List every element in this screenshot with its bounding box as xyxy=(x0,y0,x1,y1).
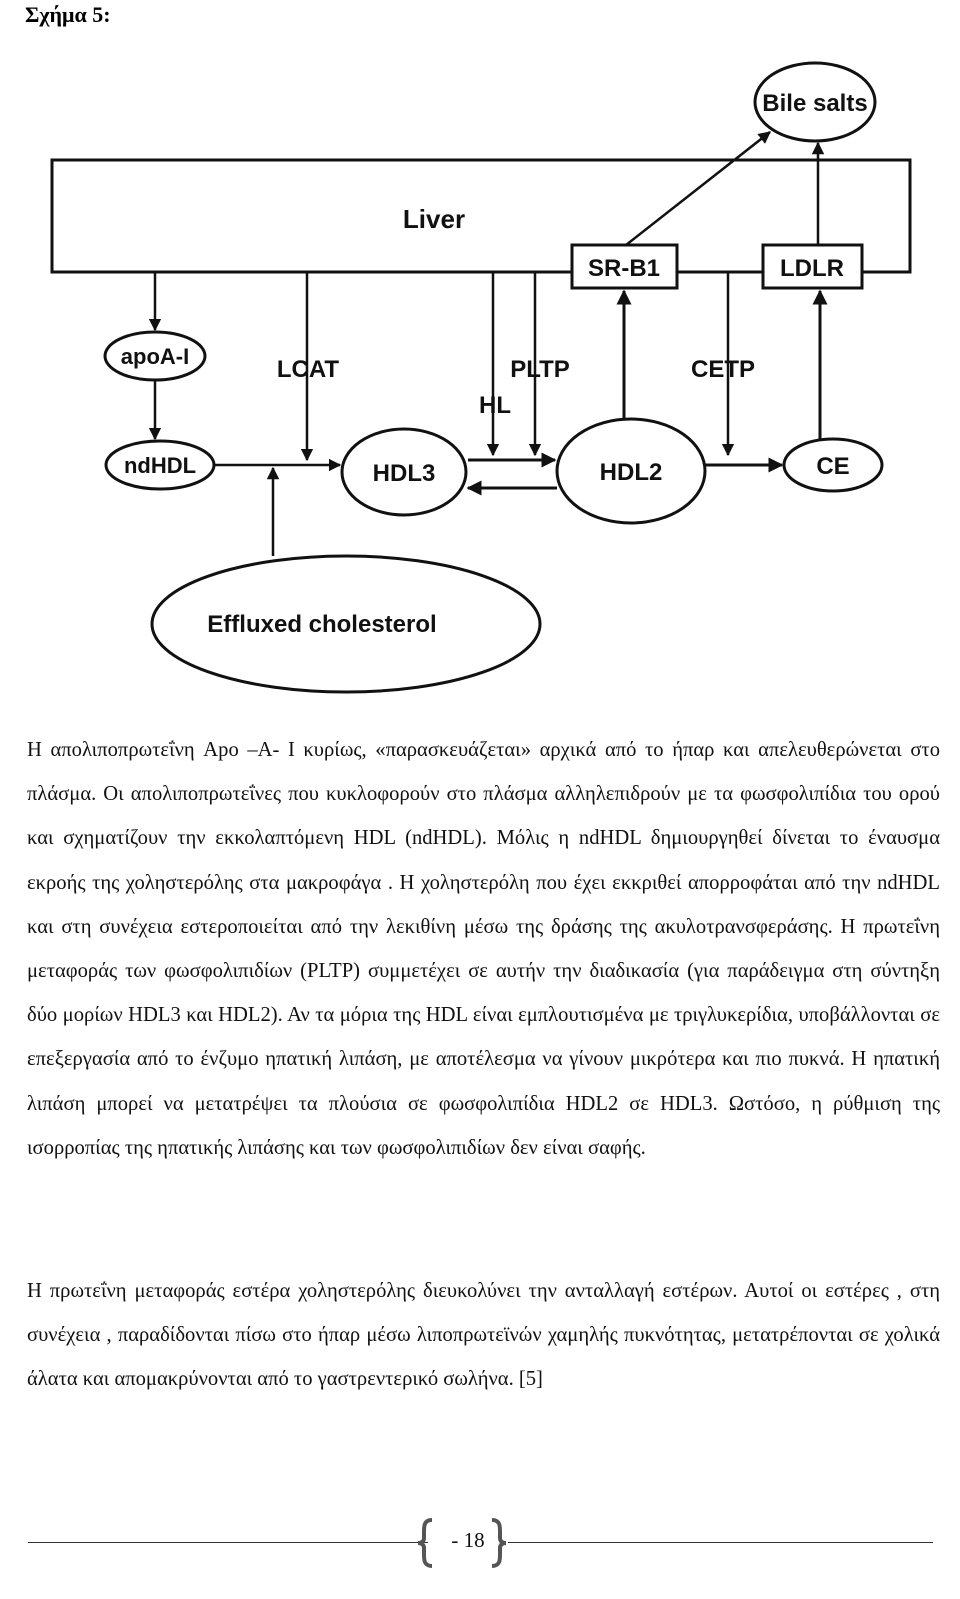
sr-b1-label: SR-B1 xyxy=(588,255,660,282)
sr-b1-box xyxy=(570,243,679,290)
hdl2-label: HDL2 xyxy=(600,459,663,486)
ldlr-box xyxy=(761,243,864,290)
cetp-label: CETP xyxy=(691,356,755,383)
hdl3-ellipse xyxy=(340,427,468,517)
liver-label: Liver xyxy=(403,204,465,234)
page-footer: - 18 xyxy=(0,1518,960,1568)
right-brace-icon xyxy=(491,1518,507,1568)
paragraph-apoa1: Η απολιποπρωτεΐνη Apo –A- I κυρίως, «παρ… xyxy=(27,739,940,1159)
hdl2-ellipse xyxy=(555,417,707,525)
ndhdl-label: ndHDL xyxy=(124,453,196,478)
paragraph-cetp: Η πρωτεΐνη μεταφοράς εστέρα χοληστερόλης… xyxy=(27,1280,940,1391)
arrow-sr-b1-to-bile xyxy=(625,131,771,246)
ldlr-label: LDLR xyxy=(780,255,844,282)
effluxed-cholesterol-ellipse xyxy=(150,554,542,694)
ce-ellipse xyxy=(782,437,884,493)
hdl-metabolism-diagram: Liver SR-B1 LDLR Bile salts apoA-I ndHDL… xyxy=(50,61,912,694)
hl-label: HL xyxy=(479,392,511,419)
bile-salts-ellipse xyxy=(753,61,877,143)
figure-title: Σχήμα 5: xyxy=(25,2,111,27)
hdl3-label: HDL3 xyxy=(373,460,436,487)
footer-rule-left xyxy=(28,1542,428,1543)
page-number: - 18 xyxy=(451,1528,485,1552)
bile-salts-label: Bile salts xyxy=(762,90,867,117)
left-brace-icon xyxy=(417,1518,433,1568)
liver-box xyxy=(50,158,912,274)
effluxed-cholesterol-label: Effluxed cholesterol xyxy=(207,611,436,638)
pltp-label: PLTP xyxy=(510,356,570,383)
apoa1-label: apoA-I xyxy=(121,344,189,369)
ce-label: CE xyxy=(816,453,849,480)
footer-rule-right xyxy=(508,1542,933,1543)
